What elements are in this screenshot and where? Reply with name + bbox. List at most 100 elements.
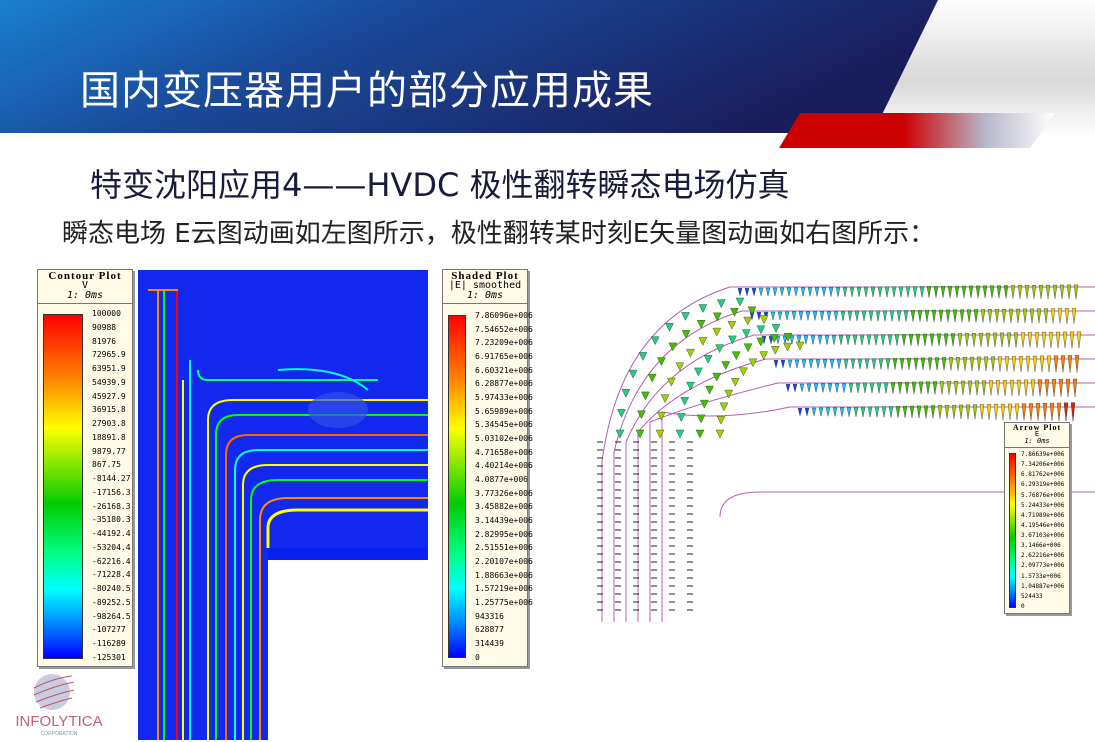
field-arrow: [801, 359, 807, 369]
legend-value: 7.54652e+006: [475, 324, 533, 334]
field-arrow: [961, 285, 967, 299]
legend-time: 1: 0ms: [1024, 437, 1050, 445]
field-arrow: [869, 382, 875, 394]
legend-value: 314439: [475, 639, 504, 649]
field-arrow: [947, 285, 953, 298]
legend-value: 2.09773e+006: [1021, 562, 1065, 570]
field-arrow: [712, 372, 722, 382]
field-arrow: [888, 406, 894, 418]
field-arrow: [894, 334, 900, 346]
legend-value: -98264.5: [92, 611, 131, 621]
field-arrow: [916, 405, 922, 419]
legend-quantity: |E|: [448, 280, 467, 291]
field-arrow: [889, 310, 895, 322]
legend-value: 2.51551e+006: [475, 543, 533, 553]
field-arrow: [925, 381, 931, 395]
field-arrow: [635, 429, 645, 439]
legend-value: 1.25775e+006: [475, 598, 533, 608]
field-arrow: [1049, 402, 1055, 421]
field-arrow: [923, 405, 929, 419]
field-arrow: [826, 311, 832, 321]
field-arrow: [887, 334, 893, 346]
field-arrow: [895, 406, 901, 418]
field-arrow: [747, 306, 757, 316]
field-arrow: [739, 367, 748, 377]
field-arrow: [650, 336, 660, 346]
field-arrow: [896, 310, 902, 322]
field-arrow: [875, 310, 881, 322]
field-arrow: [810, 335, 816, 345]
field-arrow: [861, 310, 867, 322]
legend-mode: smoothed: [472, 280, 522, 291]
field-arrow: [867, 406, 873, 418]
field-arrow: [789, 335, 795, 345]
field-arrow: [805, 311, 811, 321]
field-arrow: [937, 405, 943, 419]
field-arrow: [1014, 403, 1020, 421]
field-arrow: [797, 408, 803, 417]
field-arrow: [1042, 403, 1048, 421]
field-arrow: [1034, 332, 1040, 348]
field-arrow: [820, 383, 826, 393]
field-arrow: [880, 334, 886, 346]
legend-value: -53204.4: [92, 542, 131, 552]
field-arrow: [996, 285, 1002, 299]
field-arrow: [1067, 355, 1073, 373]
legend-value: 45927.9: [92, 391, 126, 401]
field-arrow: [967, 380, 973, 396]
legend-value: 4.71989e+006: [1021, 511, 1065, 519]
field-arrow: [1072, 378, 1078, 398]
field-arrow: [898, 286, 904, 298]
legend-value: 72965.9: [92, 350, 126, 360]
field-arrow: [769, 334, 779, 343]
legend-value: -71228.4: [92, 570, 131, 580]
field-arrow: [1028, 403, 1034, 421]
field-arrow: [989, 285, 995, 299]
field-arrow: [897, 382, 903, 394]
field-arrow: [1004, 356, 1010, 372]
field-arrow: [981, 380, 987, 396]
legend-value: -80240.5: [92, 584, 131, 593]
legend-value: 5.24433e+006: [1021, 501, 1065, 509]
field-arrow: [909, 405, 915, 419]
field-arrow: [637, 410, 646, 420]
legend-time: 1: 0ms: [466, 290, 504, 301]
legend-value: 5.65989e+006: [475, 406, 533, 416]
field-arrow: [832, 407, 838, 417]
field-arrow: [885, 358, 891, 370]
field-arrow: [952, 309, 958, 323]
legend-value: 1.88663e+006: [475, 570, 533, 580]
field-arrow: [884, 286, 890, 298]
electric-field-arrow-image: [597, 284, 1095, 622]
legend-value: 100000: [92, 309, 121, 318]
field-arrow: [825, 407, 831, 417]
field-arrow: [876, 382, 882, 394]
field-arrow: [765, 287, 771, 297]
field-arrow: [681, 330, 691, 339]
field-arrow: [1030, 379, 1036, 397]
color-scale-bar: [448, 315, 466, 658]
legend-title: Contour Plot: [48, 270, 122, 282]
field-arrow: [969, 356, 975, 371]
legend-title: Shaded Plot: [451, 270, 519, 282]
legend-value: 2.62216e+006: [1021, 552, 1065, 560]
field-arrow: [1029, 308, 1035, 324]
field-arrow: [815, 359, 821, 369]
legend-value: 4.40214e+006: [475, 461, 533, 471]
field-arrow: [794, 359, 800, 369]
field-arrow: [1037, 379, 1043, 397]
field-arrow: [849, 286, 855, 297]
field-arrow: [756, 337, 766, 347]
field-arrow: [920, 357, 926, 371]
field-arrow: [987, 309, 993, 323]
field-arrow: [992, 332, 998, 348]
field-arrow: [1051, 379, 1057, 397]
field-arrow: [976, 356, 982, 372]
field-arrow: [621, 389, 631, 398]
slide-title: 国内变压器用户的部分应用成果: [80, 68, 654, 114]
legend-value: 628877: [475, 625, 504, 635]
legend-value: 54939.9: [92, 377, 126, 387]
